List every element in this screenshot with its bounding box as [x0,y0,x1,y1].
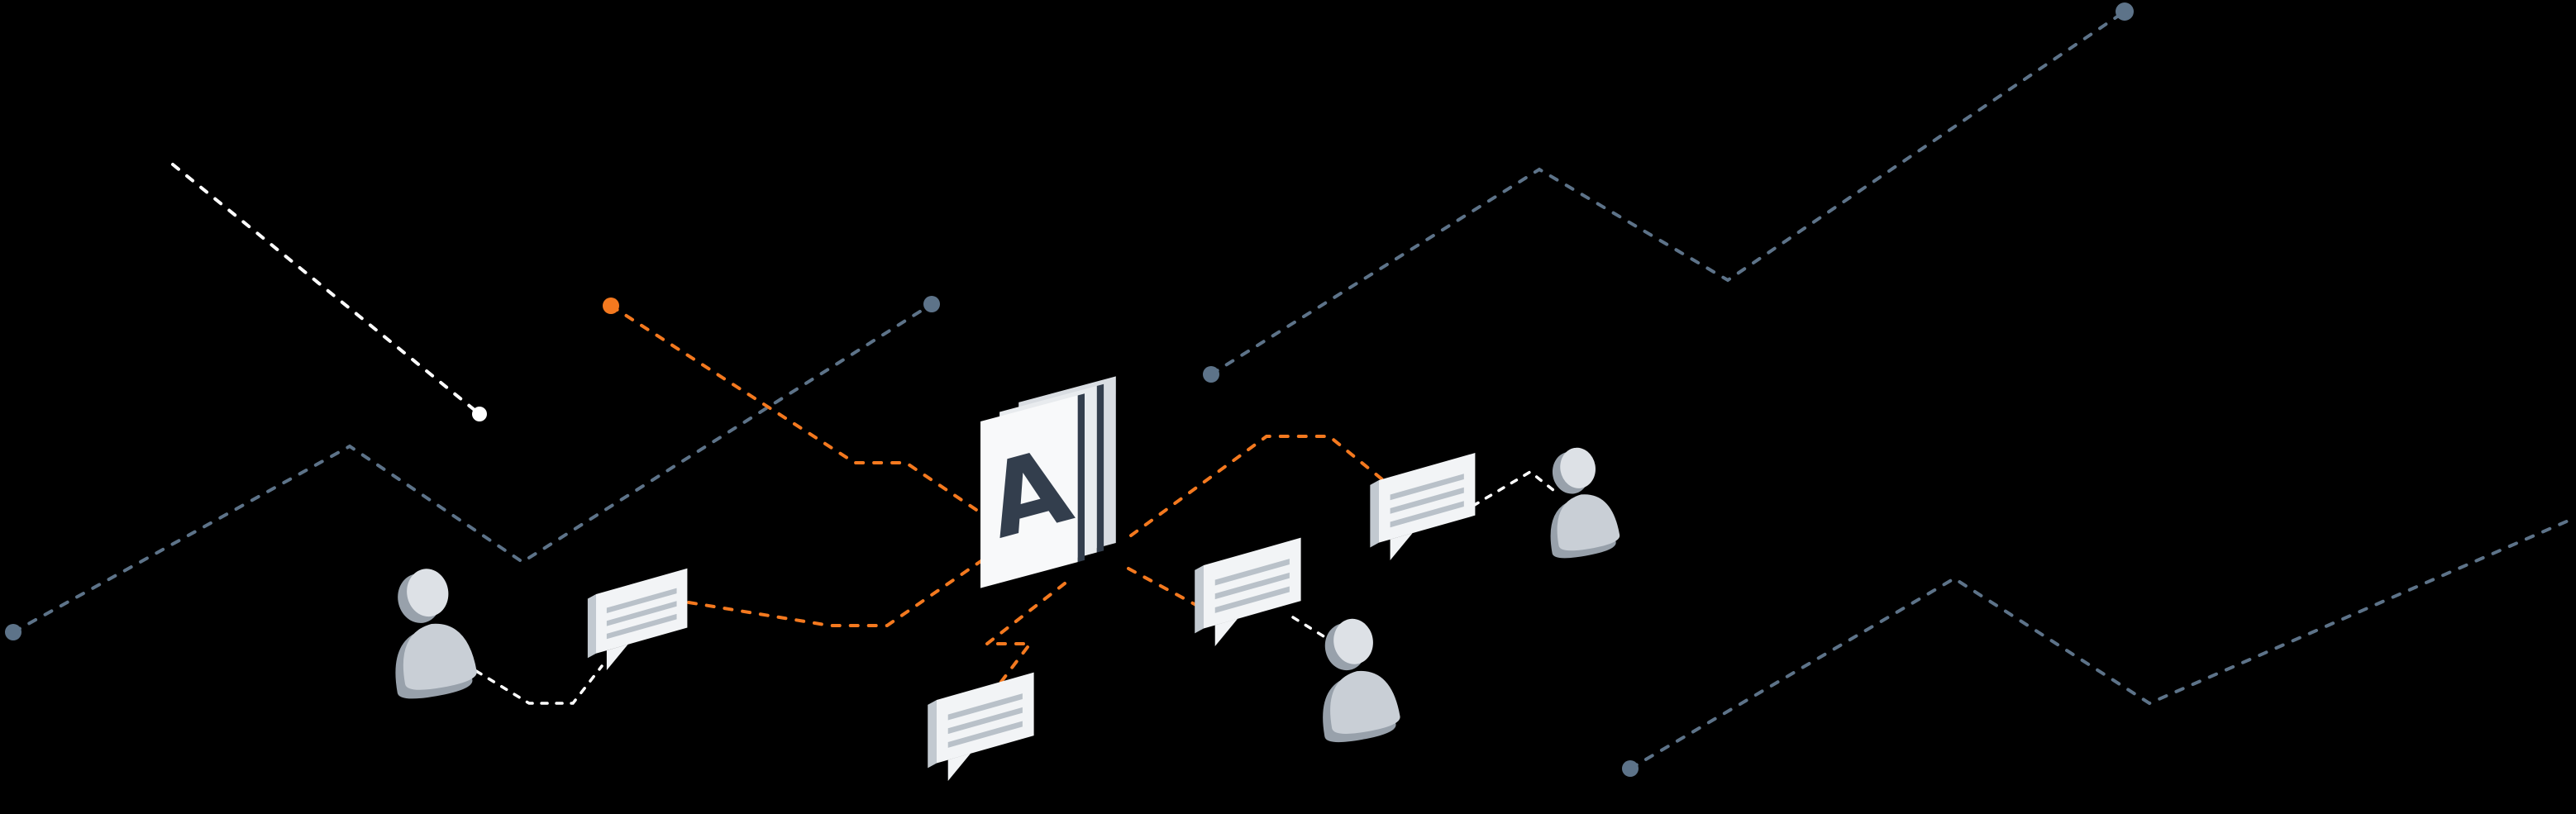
endpoint-dot-slate-left [5,624,21,640]
person-icon-left [377,563,480,703]
dashed-zigzag-slate-left [12,302,933,634]
endpoint-dot-slate-bottom [1622,760,1639,777]
document-page-edge-1 [1077,393,1085,563]
dashed-orange-document-to-card-center [1127,567,1205,611]
endpoint-dot-slate-2 [1203,366,1219,383]
dashed-zigzag-slate-topright [1209,10,2126,376]
message-card-icon-center [1195,537,1301,646]
endpoint-dot-white [472,407,487,421]
dashed-orange-document-to-card-right [1129,435,1389,537]
dashed-orange-document-to-card-bottom [982,582,1066,687]
dashed-zigzag-slate-bottomright [1629,516,2576,770]
endpoint-dot-slate-1 [923,296,940,312]
message-card-icon-right [1370,453,1476,560]
document-stack-icon: A [975,376,1116,588]
endpoint-dot-slate-top [2116,2,2134,21]
document-page-front [980,395,1078,588]
dashed-line-white-topleft [171,163,481,416]
dashed-white-person-left-to-card [475,664,603,705]
message-card-icon-left [587,568,688,670]
message-card-icon-bottom [928,672,1034,781]
dashed-orange-card-left-to-document [687,559,984,627]
person-icon-right [1534,442,1623,562]
endpoint-dot-orange [603,298,619,314]
dashed-white-card-to-person-center [1291,616,1329,640]
dashed-white-card-to-person-right [1472,469,1559,507]
dashed-orange-dot-to-document [609,304,990,520]
document-page-edge-2 [1096,383,1104,553]
